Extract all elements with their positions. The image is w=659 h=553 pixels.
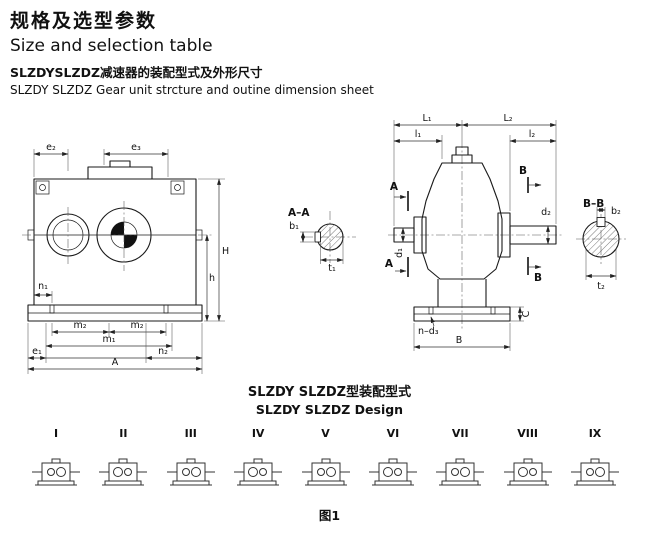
dim-label-m2-left: m₂	[73, 320, 86, 331]
dim-label-n1: n₁	[38, 281, 48, 292]
dim-label-C: C	[521, 310, 532, 317]
design-variant-2: II	[97, 427, 149, 491]
gear-unit-variant-icon	[436, 458, 485, 486]
gear-unit-variant-icon	[32, 458, 80, 486]
variant-label: VIII	[517, 427, 539, 440]
dim-label-b1: b₁	[289, 221, 299, 232]
dim-label-m2-right: m₂	[130, 320, 143, 331]
figure-label: 图1	[318, 508, 341, 523]
design-caption-zh: SLZDY SLZDZ型装配型式	[247, 385, 412, 400]
dim-label-B-width: B	[456, 335, 463, 346]
dim-label-d2: d₂	[541, 207, 551, 218]
cut-label-B-top: B	[519, 165, 527, 177]
variant-label: I	[53, 427, 59, 440]
subtitle-en: SLZDY SLZDZ Gear unit strcture and outin…	[10, 83, 374, 97]
side-view: L₁ L₂ l₁ l₂ A A d₁ d₂ B B C n–d₃ B	[385, 113, 562, 351]
title-zh: 规格及选型参数	[10, 10, 158, 32]
gear-unit-variant-icon	[368, 458, 417, 486]
gear-unit-variant-icon	[301, 458, 350, 486]
dim-label-e2: e₂	[46, 142, 56, 153]
dim-label-t1: t₁	[328, 263, 336, 274]
cut-label-A-bottom: A	[385, 258, 394, 270]
section-bb-title: B–B	[583, 198, 604, 210]
dim-label-L1: L₁	[422, 113, 431, 124]
variant-label: IV	[251, 427, 265, 440]
dim-label-l1: l₁	[415, 129, 422, 140]
dim-label-l2: l₂	[529, 129, 536, 140]
section-b-b: B–B b₂ t₂	[576, 198, 626, 292]
variant-label: III	[184, 427, 197, 440]
dim-label-t2: t₂	[597, 281, 605, 292]
variant-label: V	[321, 427, 330, 440]
dim-label-e1: e₁	[32, 346, 42, 357]
dim-label-L2: L₂	[503, 113, 512, 124]
technical-drawing: e₂ e₃ H h n₁ m₂ m₂ m₁ e₁ n₂ A A–A	[0, 107, 659, 379]
dim-label-A: A	[112, 357, 119, 368]
design-variant-7: VII	[434, 427, 486, 491]
title-en: Size and selection table	[10, 36, 213, 56]
variant-label: IX	[588, 427, 602, 440]
design-variant-1: I	[30, 427, 82, 491]
dim-label-h: h	[209, 273, 215, 284]
keyway-bb	[596, 217, 606, 227]
dim-label-m1: m₁	[102, 334, 115, 345]
section-a-a: A–A b₁ t₁	[288, 207, 356, 274]
output-shaft	[509, 225, 557, 245]
front-view: e₂ e₃ H h n₁ m₂ m₂ m₁ e₁ n₂ A	[22, 142, 229, 374]
catalog-page: 规格及选型参数 Size and selection table SLZDYSL…	[0, 0, 659, 523]
dim-label-e3: e₃	[131, 142, 141, 153]
design-variant-9: IX	[569, 427, 621, 491]
design-variant-8: VIII	[502, 427, 554, 491]
variant-label: II	[119, 427, 128, 440]
cut-label-B-bottom: B	[534, 272, 542, 284]
variant-label: VII	[451, 427, 469, 440]
dim-label-n-d3: n–d₃	[418, 326, 439, 337]
variant-label: VI	[386, 427, 400, 440]
design-variant-4: IV	[232, 427, 284, 491]
gear-unit-variant-icon	[166, 458, 215, 486]
dim-label-n2: n₂	[158, 346, 168, 357]
subtitle-zh: SLZDYSLZDZ减速器的装配型式及外形尺寸	[10, 65, 263, 80]
dimension-drawing-svg: e₂ e₃ H h n₁ m₂ m₂ m₁ e₁ n₂ A A–A	[22, 113, 626, 374]
design-variant-3: III	[165, 427, 217, 491]
keyway-aa	[314, 231, 321, 243]
gear-unit-variant-icon	[503, 458, 552, 486]
design-caption: SLZDY SLZDZ型装配型式 SLZDY SLZDZ Design	[0, 381, 659, 417]
cut-label-A-top: A	[390, 181, 399, 193]
design-variant-5: V	[300, 427, 352, 491]
gear-unit-variant-icon	[234, 458, 283, 486]
design-caption-en: SLZDY SLZDZ Design	[255, 402, 404, 417]
design-variants-row: I II III	[0, 427, 659, 491]
dim-label-H: H	[222, 246, 229, 257]
page-header: 规格及选型参数 Size and selection table SLZDYSL…	[0, 0, 659, 97]
section-aa-title: A–A	[288, 207, 310, 219]
design-variant-6: VI	[367, 427, 419, 491]
gear-unit-variant-icon	[571, 458, 619, 486]
dim-label-b2: b₂	[611, 206, 621, 217]
gear-unit-variant-icon	[99, 458, 148, 486]
dim-label-d1: d₁	[394, 248, 405, 258]
